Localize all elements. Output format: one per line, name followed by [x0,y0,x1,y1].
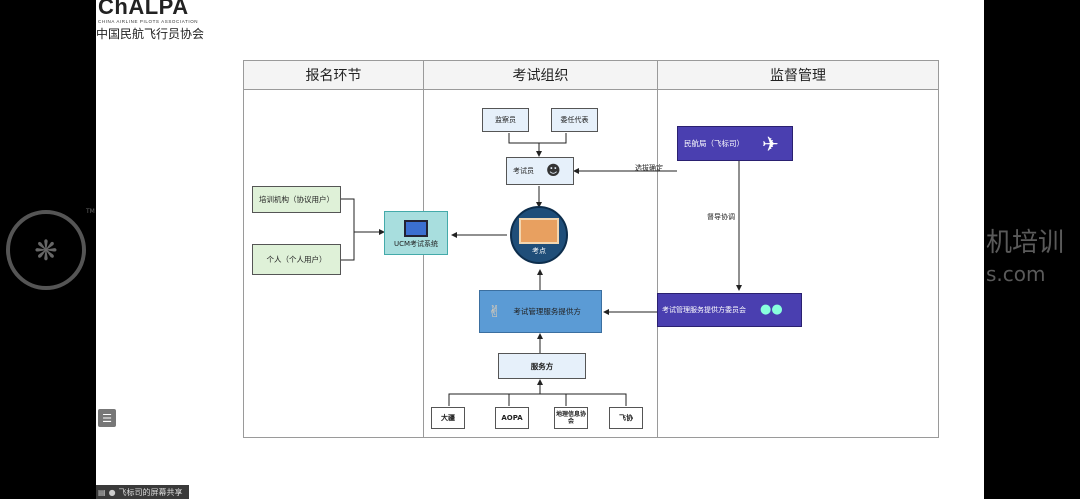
lane-divider [657,61,658,437]
menu-icon: ☰ [102,411,112,425]
edge-parties-bus [448,393,627,406]
ucm-system-box: UCM考试系统 [384,211,448,255]
lane-header-registration: 报名环节 [244,61,423,90]
airplane-icon: ✈ [762,131,779,156]
screen-share-label: 飞标司的屏幕共享 [118,487,183,497]
connector-lines [341,133,742,406]
computer-icon [404,219,428,237]
caac-box: 民航局（飞标司） ✈ [677,126,793,161]
microphone-icon: ● [108,487,116,497]
training-org-box: 培训机构（协议用户） [252,186,341,213]
individual-box: 个人（个人用户） [252,244,341,275]
menu-button[interactable]: ☰ [98,409,116,427]
watermark-right-en: s.com [986,262,1046,286]
watermark-tm: TM [86,208,95,215]
edge-label-select-confirm: 选拔确定 [635,163,663,172]
person-icon: ☻ [546,162,561,179]
edge-label-supervise-coordinate: 督导协调 [707,212,735,221]
edge-training-to-ucm [341,198,385,235]
screen-share-icon: ▤ [98,487,106,497]
logo-sub-text: CHINA AIRLINE PILOTS ASSOCIATION [98,19,199,24]
service-provider-label: 考试管理服务提供方 [513,307,581,316]
party-geo-box: 地理信息协会 [554,407,588,429]
lane-header-exam: 考试组织 [424,61,657,90]
logo-main-text: ChALPA [98,0,189,19]
ucm-system-label: UCM考试系统 [393,239,439,248]
watermark-right-cn: 机培训 [986,228,1065,258]
flowchart-frame: 报名环节 考试组织 监督管理 [243,60,939,438]
people-icon: ●● [760,302,783,318]
caac-label: 民航局（飞标司） [684,139,744,148]
lane-header-supervision: 监督管理 [658,61,938,90]
exam-site-circle: 考点 [510,206,568,264]
service-provider-box: ✌ 考试管理服务提供方 [479,290,602,333]
exam-site-label: 考点 [532,247,546,256]
delegate-box: 委任代表 [551,108,598,132]
party-dji-box: 大疆 [431,407,465,429]
committee-box: 考试管理服务提供方委员会 ●● [657,293,802,327]
edge-supervisor-delegate [508,133,567,144]
service-party-box: 服务方 [498,353,586,379]
committee-label: 考试管理服务提供方委员会 [662,305,746,314]
handshake-icon: ✌ [488,301,502,321]
watermark-dragon-emblem: ❋ [6,210,86,290]
classroom-icon [519,218,559,245]
shared-screen: ChALPA CHINA AIRLINE PILOTS ASSOCIATION … [96,0,984,499]
supervisor-box: 监察员 [482,108,529,132]
examiner-box: 考试员 ☻ [506,157,574,185]
party-fx-box: 飞协 [609,407,643,429]
examiner-label: 考试员 [513,166,534,175]
party-aopa-box: AOPA [495,407,529,429]
logo-cn-text: 中国民航飞行员协会 [96,27,205,41]
screen-share-bar[interactable]: ▤ ● 飞标司的屏幕共享 [96,485,189,499]
